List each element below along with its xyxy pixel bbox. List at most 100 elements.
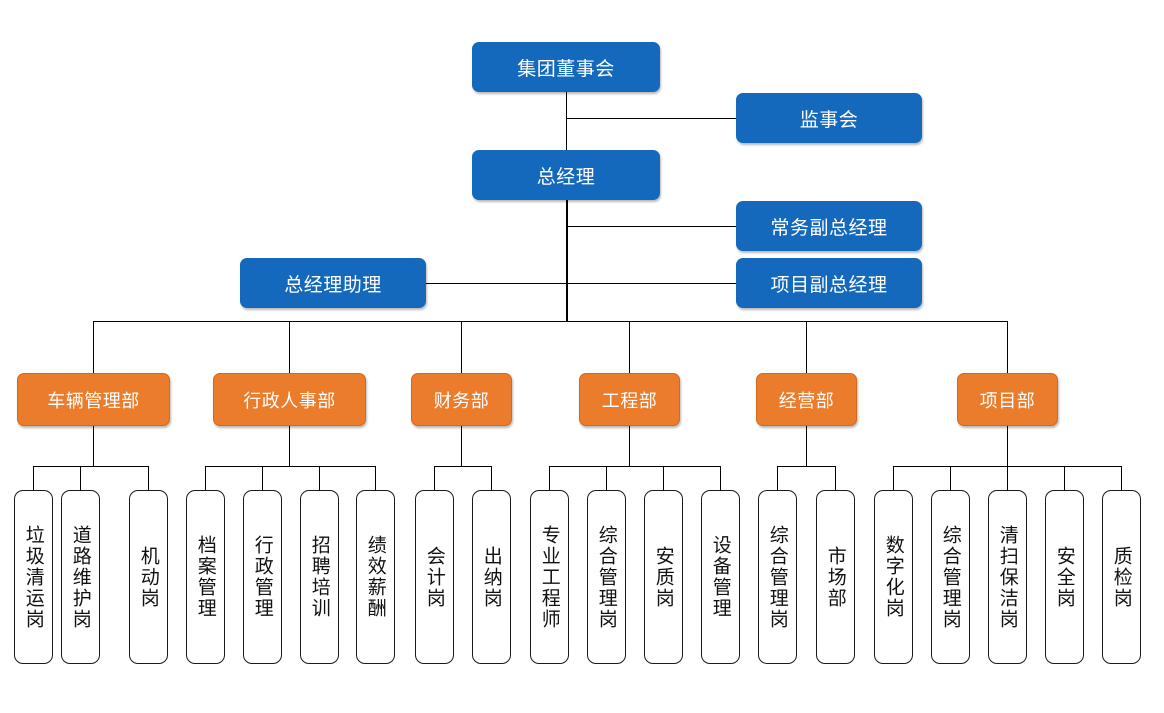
connector-dept5-leaf-1 xyxy=(777,466,778,490)
node-supervisory-board[interactable]: 监事会 xyxy=(736,93,922,143)
leaf-position-label: 质检岗 xyxy=(1110,545,1133,609)
leaf-position[interactable]: 机动岗 xyxy=(129,490,168,664)
connector-dept2-leaf-3 xyxy=(319,466,320,490)
leaf-position[interactable]: 设备管理 xyxy=(701,490,740,664)
department-label: 经营部 xyxy=(778,390,835,412)
node-general-manager-label: 总经理 xyxy=(536,165,596,188)
leaf-position[interactable]: 综合管理岗 xyxy=(931,490,970,664)
connector-drop-dept-5 xyxy=(806,321,807,373)
node-assistant-label: 总经理助理 xyxy=(284,273,382,296)
leaf-position-label: 综合管理岗 xyxy=(595,524,618,630)
leaf-position-label: 招聘培训 xyxy=(308,535,331,619)
department-label: 项目部 xyxy=(979,390,1036,412)
leaf-position[interactable]: 绩效薪酬 xyxy=(356,490,395,664)
connector-dept5-bus xyxy=(777,466,835,467)
node-executive-deputy-manager[interactable]: 常务副总经理 xyxy=(736,201,922,251)
connector-dept4-leaf-4 xyxy=(720,466,721,490)
leaf-position[interactable]: 安全岗 xyxy=(1045,490,1084,664)
node-department-project[interactable]: 项目部 xyxy=(957,373,1058,426)
node-department-engineering[interactable]: 工程部 xyxy=(579,373,680,426)
connector-dept4-leaf-3 xyxy=(663,466,664,490)
connector-dept2-leaf-1 xyxy=(205,466,206,490)
leaf-position-label: 市场部 xyxy=(824,545,847,609)
connector-dept3-bus xyxy=(434,466,491,467)
node-department-operations[interactable]: 经营部 xyxy=(756,373,857,426)
leaf-position[interactable]: 垃圾清运岗 xyxy=(14,490,53,664)
leaf-position[interactable]: 数字化岗 xyxy=(874,490,913,664)
department-label: 车辆管理部 xyxy=(47,390,140,412)
leaf-position[interactable]: 质检岗 xyxy=(1102,490,1141,664)
node-executive-deputy-label: 常务副总经理 xyxy=(770,216,888,239)
department-label: 行政人事部 xyxy=(243,390,336,412)
node-general-manager-assistant[interactable]: 总经理助理 xyxy=(240,258,426,308)
node-project-deputy-manager[interactable]: 项目副总经理 xyxy=(736,258,922,308)
connector-drop-dept-4 xyxy=(629,321,630,373)
connector-dept6-leaf-3 xyxy=(1007,466,1008,490)
leaf-position[interactable]: 道路维护岗 xyxy=(61,490,100,664)
connector-dept6-leaf-1 xyxy=(893,466,894,490)
leaf-position[interactable]: 行政管理 xyxy=(243,490,282,664)
connector-dept2-leaf-4 xyxy=(375,466,376,490)
connector-dept5-leaf-2 xyxy=(835,466,836,490)
leaf-position-label: 机动岗 xyxy=(137,545,160,609)
node-department-finance[interactable]: 财务部 xyxy=(411,373,512,426)
leaf-position[interactable]: 市场部 xyxy=(816,490,855,664)
leaf-position-label: 综合管理岗 xyxy=(939,524,962,630)
node-board-label: 集团董事会 xyxy=(517,57,615,80)
connector-dept4-leaf-2 xyxy=(606,466,607,490)
leaf-position[interactable]: 专业工程师 xyxy=(530,490,569,664)
leaf-position-label: 安全岗 xyxy=(1053,545,1076,609)
leaf-position-label: 设备管理 xyxy=(709,535,732,619)
leaf-position-label: 出纳岗 xyxy=(480,545,503,609)
connector-drop-dept-6 xyxy=(1007,321,1008,373)
leaf-position[interactable]: 出纳岗 xyxy=(472,490,511,664)
connector-dept3-leaf-2 xyxy=(491,466,492,490)
connector-dept1-stem xyxy=(93,426,94,466)
leaf-position-label: 道路维护岗 xyxy=(69,524,92,630)
leaf-position-label: 垃圾清运岗 xyxy=(22,524,45,630)
connector-dept3-stem xyxy=(461,426,462,466)
connector-dept6-leaf-5 xyxy=(1121,466,1122,490)
connector-board-spine xyxy=(566,92,567,150)
leaf-position-label: 会计岗 xyxy=(423,545,446,609)
leaf-position[interactable]: 档案管理 xyxy=(186,490,225,664)
node-department-admin-hr[interactable]: 行政人事部 xyxy=(213,373,366,426)
leaf-position[interactable]: 招聘培训 xyxy=(300,490,339,664)
connector-dept6-stem xyxy=(1007,426,1008,466)
connector-dept2-bus xyxy=(205,466,375,467)
connector-dept2-stem xyxy=(289,426,290,466)
leaf-position[interactable]: 会计岗 xyxy=(415,490,454,664)
node-general-manager[interactable]: 总经理 xyxy=(472,150,660,200)
leaf-position-label: 安质岗 xyxy=(652,545,675,609)
connector-dept4-stem xyxy=(629,426,630,466)
node-project-deputy-label: 项目副总经理 xyxy=(770,273,888,296)
node-department-vehicle-management[interactable]: 车辆管理部 xyxy=(17,373,170,426)
leaf-position[interactable]: 清扫保洁岗 xyxy=(988,490,1027,664)
node-supervisory-label: 监事会 xyxy=(799,108,859,131)
leaf-position-label: 清扫保洁岗 xyxy=(996,524,1019,630)
connector-drop-dept-2 xyxy=(289,321,290,373)
connector-dept3-leaf-1 xyxy=(434,466,435,490)
connector-dept1-leaf-1 xyxy=(33,466,34,490)
leaf-position[interactable]: 综合管理岗 xyxy=(758,490,797,664)
connector-executive-deputy xyxy=(567,226,736,227)
leaf-position-label: 综合管理岗 xyxy=(766,524,789,630)
node-board-of-directors[interactable]: 集团董事会 xyxy=(472,42,660,92)
connector-dept2-leaf-2 xyxy=(262,466,263,490)
connector-drop-dept-1 xyxy=(93,321,94,373)
connector-dept1-bus xyxy=(33,466,148,467)
connector-dept1-leaf-3 xyxy=(148,466,149,490)
leaf-position-label: 绩效薪酬 xyxy=(364,535,387,619)
connector-dept5-stem xyxy=(806,426,807,466)
department-label: 财务部 xyxy=(433,390,490,412)
connector-drop-dept-3 xyxy=(461,321,462,373)
connector-project-deputy xyxy=(425,283,736,284)
leaf-position[interactable]: 安质岗 xyxy=(644,490,683,664)
leaf-position[interactable]: 综合管理岗 xyxy=(587,490,626,664)
leaf-position-label: 档案管理 xyxy=(194,535,217,619)
connector-dept6-leaf-2 xyxy=(950,466,951,490)
leaf-position-label: 数字化岗 xyxy=(882,535,905,619)
department-label: 工程部 xyxy=(601,390,658,412)
connector-dept1-leaf-2 xyxy=(80,466,81,490)
